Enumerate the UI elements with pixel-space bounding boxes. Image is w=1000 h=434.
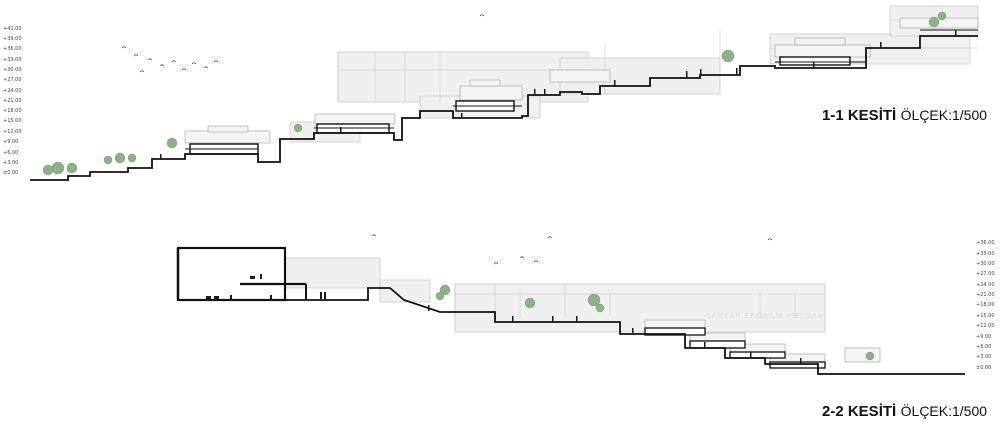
level-label: +12.00 <box>3 129 22 135</box>
level-label: +18.00 <box>976 302 995 308</box>
people-2-2 <box>206 274 802 364</box>
level-label: +36.00 <box>976 240 995 246</box>
level-label: +21.00 <box>3 98 22 104</box>
ground-profile-2-2 <box>178 287 965 375</box>
section-scale: ÖLÇEK:1/500 <box>900 403 988 419</box>
background-buildings-2-2 <box>284 257 826 333</box>
level-label: +27.00 <box>3 77 22 83</box>
level-label: +12.00 <box>976 323 995 329</box>
level-label: ±0.00 <box>3 170 19 176</box>
section-title-2-2: 2-2 KESİTİ ÖLÇEK:1/500 <box>822 403 987 421</box>
level-label: +9.00 <box>3 139 19 145</box>
level-label: +30.00 <box>3 67 22 73</box>
section-scale: ÖLÇEK:1/500 <box>900 107 988 123</box>
slabs-1-1 <box>185 29 978 150</box>
level-label: +3.00 <box>976 354 992 360</box>
level-label: +42.00 <box>3 26 22 32</box>
birds-2-2 <box>371 234 773 265</box>
level-label: +27.00 <box>976 271 995 277</box>
level-label: +30.00 <box>976 261 995 267</box>
level-label: +24.00 <box>976 282 995 288</box>
trees-2-2 <box>435 284 875 361</box>
level-label: +24.00 <box>3 88 22 94</box>
level-label: +6.00 <box>3 150 19 156</box>
level-label: +9.00 <box>976 334 992 340</box>
level-label: +3.00 <box>3 160 19 166</box>
section-title-1-1: 1-1 KESİTİ ÖLÇEK:1/500 <box>822 107 987 125</box>
level-label: +33.00 <box>3 57 22 63</box>
section-title-bold: 1-1 KESİTİ <box>822 107 897 124</box>
trees-1-1 <box>42 11 947 176</box>
section-1-1 <box>30 5 979 181</box>
ground-profile-1-1 <box>30 35 978 181</box>
section-2-2 <box>176 234 965 375</box>
level-label: ±0.00 <box>976 365 992 371</box>
level-label: +18.00 <box>3 108 22 114</box>
plaza-label: SANCAR ETKİNLİK MEYDANI <box>706 312 828 320</box>
level-label: +15.00 <box>3 118 22 124</box>
birds-1-1 <box>121 14 485 73</box>
dwelling-units-2-2 <box>644 327 826 369</box>
level-label: +39.00 <box>3 36 22 42</box>
level-label: +33.00 <box>976 251 995 257</box>
people-1-1 <box>160 30 957 159</box>
level-label: +15.00 <box>976 313 995 319</box>
level-label: +21.00 <box>976 292 995 298</box>
section-title-bold: 2-2 KESİTİ <box>822 403 897 420</box>
level-label: +6.00 <box>976 344 992 350</box>
terrace-houses-1-1 <box>184 17 979 144</box>
level-label: +36.00 <box>3 46 22 52</box>
